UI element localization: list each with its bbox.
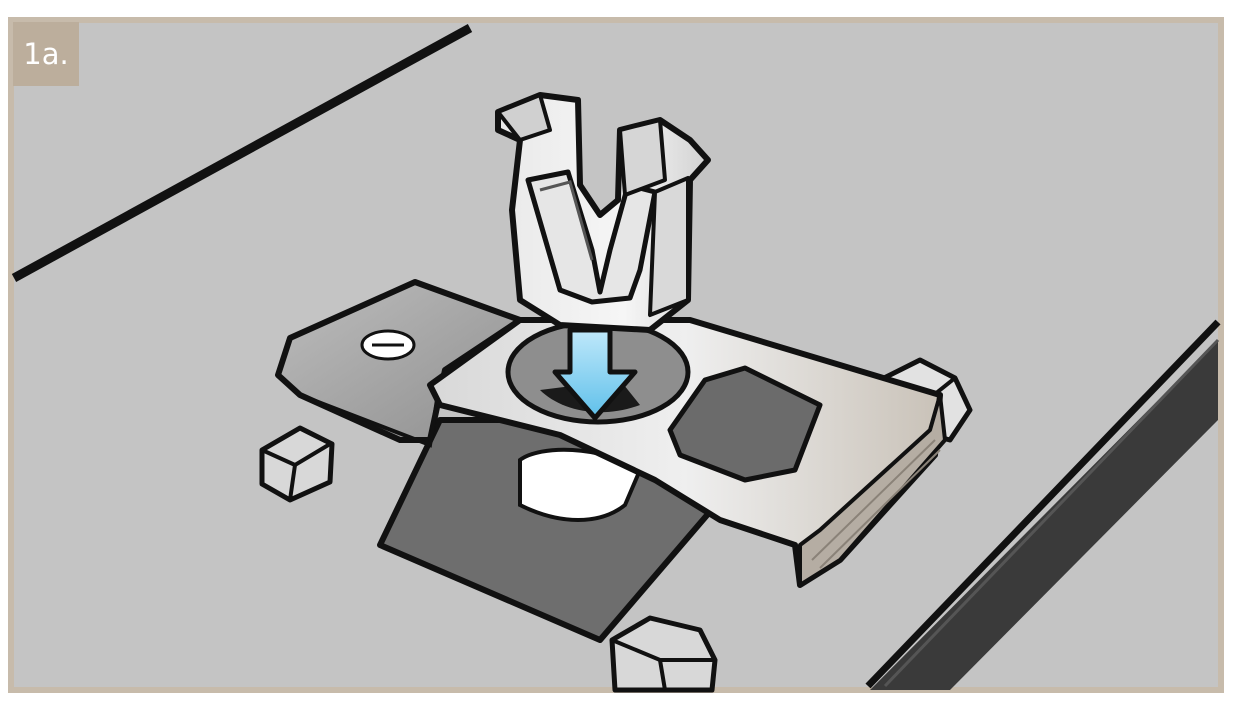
- base-plate: [11, 24, 1221, 690]
- step-label: 1a.: [13, 22, 79, 86]
- cable-holder: [495, 92, 711, 333]
- snap-tab-bottom: [609, 615, 718, 693]
- guide-arrow: [552, 327, 638, 421]
- snap-tab-left: [259, 425, 335, 503]
